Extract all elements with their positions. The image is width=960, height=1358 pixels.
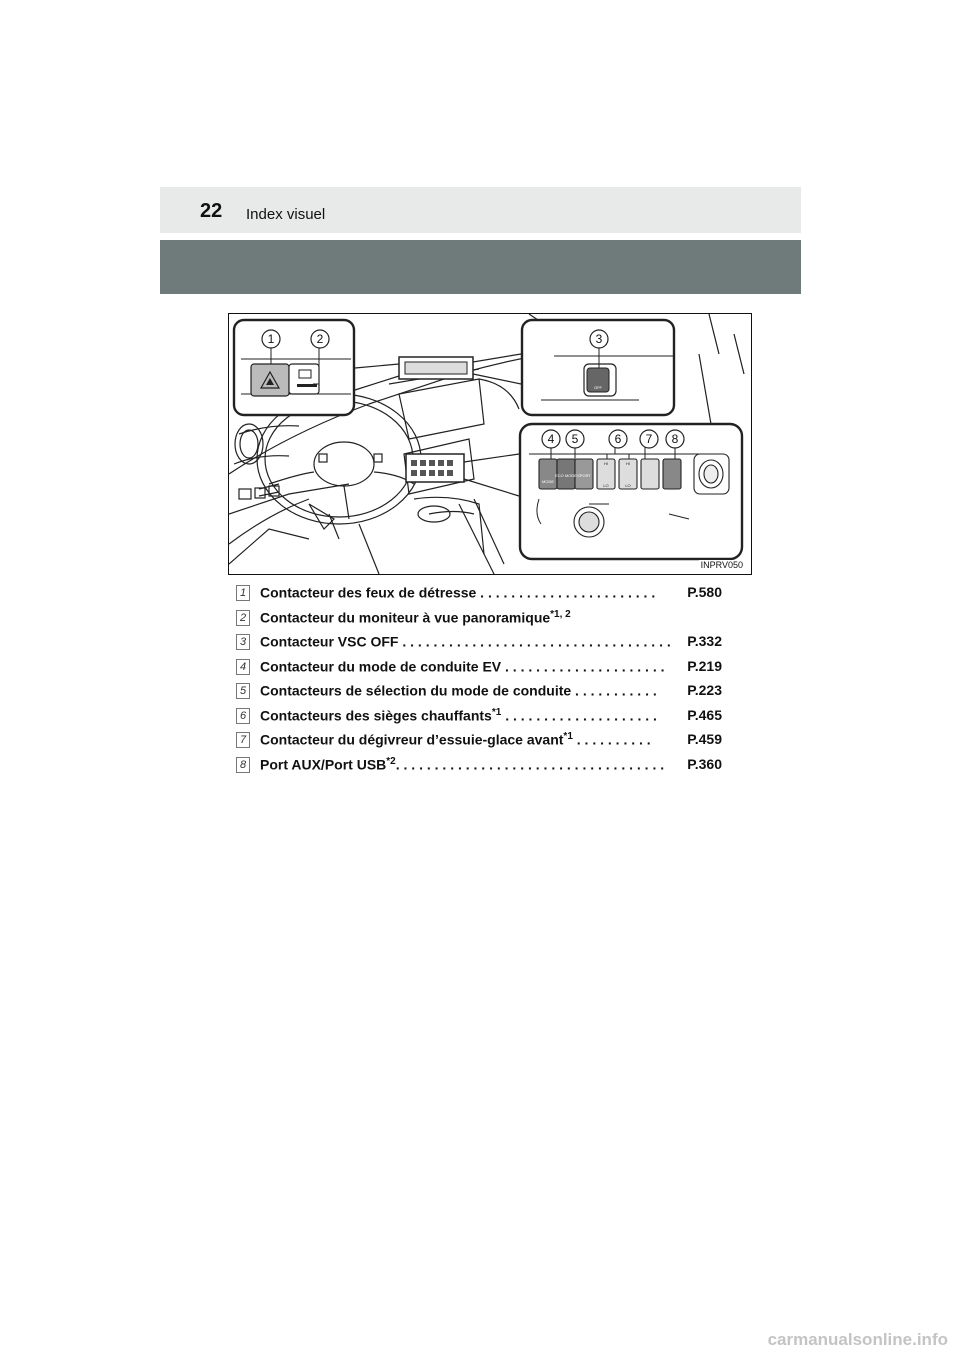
- legend-item: 6 Contacteurs des sièges chauffants*1 . …: [236, 706, 726, 732]
- item-label: Contacteur VSC OFF . . . . . . . . . . .…: [260, 633, 671, 650]
- legend-item: 7 Contacteur du dégivreur d’essuie-glace…: [236, 731, 726, 756]
- callout-6-circle: [608, 429, 628, 449]
- legend-item: 1 Contacteur des feux de détresse . . . …: [236, 584, 726, 609]
- seat-right-hi-label: HI: [626, 461, 630, 466]
- dashboard-illustration: 1 2 3 4 5 6 7 8 MODE ECO MODE SPORT OFF …: [228, 313, 752, 575]
- callout-4-circle: [541, 429, 561, 449]
- page-reference: P.580: [686, 584, 722, 600]
- legend-list: 1 Contacteur des feux de détresse . . . …: [236, 584, 726, 780]
- legend-item: 3 Contacteur VSC OFF . . . . . . . . . .…: [236, 633, 726, 658]
- callout-7: 7: [646, 432, 653, 446]
- section-title: Index visuel: [246, 206, 326, 223]
- item-label: Contacteur du mode de conduite EV . . . …: [260, 658, 665, 675]
- section-band: [160, 240, 801, 294]
- item-number: 8: [236, 756, 250, 773]
- page-reference: P.332: [686, 633, 722, 649]
- item-label: Contacteurs de sélection du mode de cond…: [260, 682, 657, 699]
- item-label: Port AUX/Port USB*2. . . . . . . . . . .…: [260, 755, 665, 773]
- item-number: 6: [236, 707, 250, 724]
- vsc-off-button-label: OFF: [594, 385, 603, 390]
- callout-3: 3: [596, 332, 603, 346]
- page-reference: P.459: [686, 731, 722, 747]
- page-reference: P.219: [686, 657, 722, 674]
- watermark-text: carmanualsonline.info: [767, 1330, 948, 1349]
- sport-button-label: SPORT: [577, 473, 591, 478]
- page-reference: P.465: [686, 706, 722, 723]
- callout-5: 5: [572, 432, 579, 446]
- callout-4: 4: [548, 432, 555, 446]
- dashboard-drawing: 1 2 3 4 5 6 7 8 MODE ECO MODE SPORT OFF …: [229, 314, 745, 574]
- mode-button-label: MODE: [542, 479, 554, 484]
- seat-left-hi-label: HI: [604, 461, 608, 466]
- legend-item: 4 Contacteur du mode de conduite EV . . …: [236, 657, 726, 683]
- item-number: 5: [236, 683, 250, 699]
- callout-8: 8: [672, 432, 679, 446]
- item-number: 7: [236, 732, 250, 748]
- callout-5-circle: [565, 429, 585, 449]
- callout-1: 1: [268, 332, 275, 346]
- callout-1-circle: [261, 329, 281, 349]
- callout-2-circle: [310, 329, 330, 349]
- item-number: 2: [236, 609, 250, 626]
- item-label: Contacteur des feux de détresse . . . . …: [260, 584, 656, 601]
- eco-mode-button-label: ECO MODE: [555, 473, 577, 478]
- callout-7-circle: [639, 429, 659, 449]
- item-label: Contacteur du moniteur à vue panoramique…: [260, 608, 571, 626]
- seat-right-lo-label: LO: [625, 483, 630, 488]
- figure-code: INPRV050: [698, 560, 745, 570]
- item-number: 4: [236, 658, 250, 675]
- item-number: 3: [236, 634, 250, 650]
- legend-item: 2 Contacteur du moniteur à vue panoramiq…: [236, 609, 726, 634]
- seat-left-lo-label: LO: [603, 483, 608, 488]
- callout-6: 6: [615, 432, 622, 446]
- legend-item: 5 Contacteurs de sélection du mode de co…: [236, 682, 726, 707]
- legend-item: 8 Port AUX/Port USB*2. . . . . . . . . .…: [236, 755, 726, 781]
- callout-2: 2: [317, 332, 324, 346]
- page-reference: P.223: [686, 682, 722, 698]
- item-label: Contacteurs des sièges chauffants*1 . . …: [260, 706, 657, 724]
- header-band: [160, 187, 801, 233]
- item-number: 1: [236, 585, 250, 601]
- item-label: Contacteur du dégivreur d’essuie-glace a…: [260, 731, 651, 748]
- page-reference: P.360: [686, 755, 722, 772]
- callout-3-circle: [589, 329, 609, 349]
- page-number: 22: [200, 200, 223, 222]
- callout-8-circle: [665, 429, 685, 449]
